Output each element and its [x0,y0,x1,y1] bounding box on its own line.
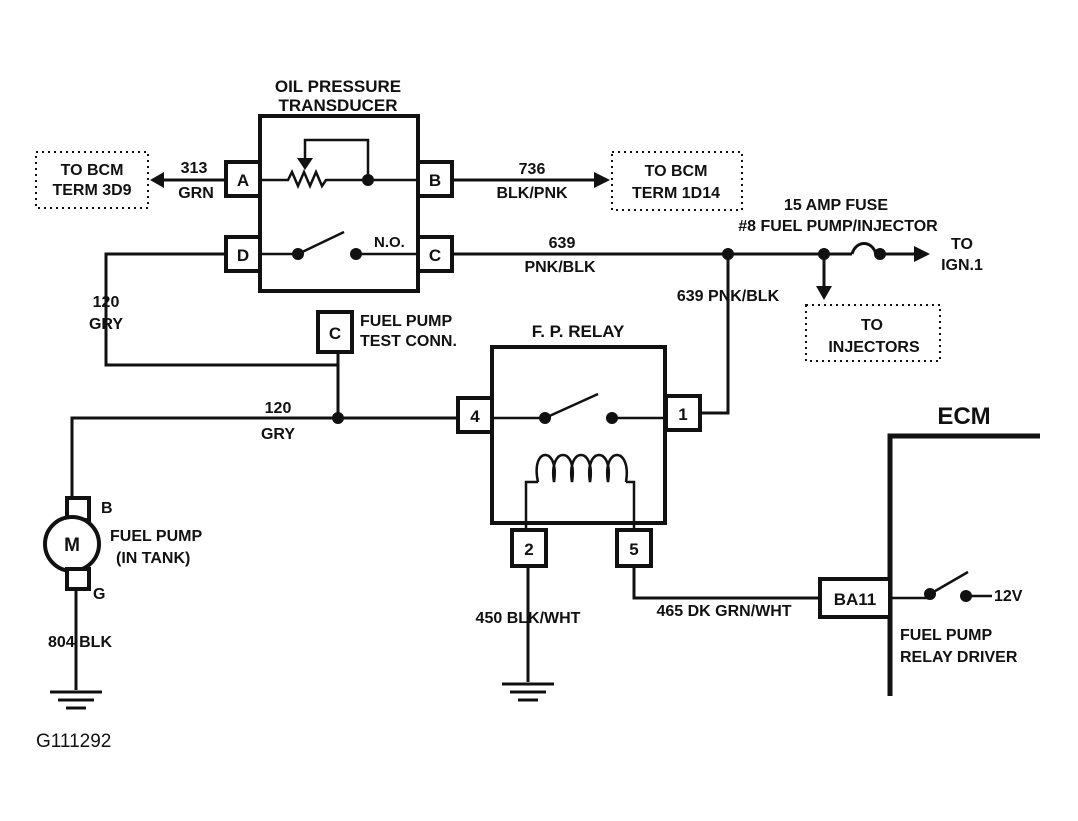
motor-pin-g-label: G [93,586,105,603]
pin-a-box [224,160,262,198]
pin-d-box [224,235,262,273]
wire-639-color: PNK/BLK [524,259,596,276]
ecm-driver-line1: FUEL PUMP [900,627,992,644]
relay-pin1-label: 1 [678,405,687,424]
wire-120-mid-color: GRY [261,426,295,443]
fuse-line1: 15 AMP FUSE [784,197,888,214]
wire-120-main [70,416,458,498]
ecm-pin-box [818,577,892,619]
wire-736-num: 736 [519,161,546,178]
relay-coil [535,453,629,483]
motor-line1: FUEL PUMP [110,528,202,545]
pin-b-box [416,160,454,198]
ign-line2: IGN.1 [941,257,983,274]
wiper-arrow-icon [297,158,313,170]
relay-switch-blade [544,392,599,420]
transducer-body [258,114,420,293]
left-bcm-box [35,151,149,209]
wire-313-num: 313 [181,160,208,177]
normally-open-label: N.O. [374,234,405,251]
fuse-line2: #8 FUEL PUMP/INJECTOR [738,218,938,235]
fuse-symbol [850,242,878,255]
right-bcm-line2: TERM 1D14 [632,185,720,202]
left-bcm-line2: TERM 3D9 [52,182,131,199]
relay-pin4-label: 4 [470,407,480,426]
motor-pin-b-label: B [101,500,113,517]
ecm-driver-line2: RELAY DRIVER [900,649,1018,666]
wiper-line [303,138,370,180]
ecm-pin-label: BA11 [834,590,877,609]
arrow-left-icon [150,172,164,188]
right-bcm-line1: TO BCM [645,163,708,180]
motor-line2: (IN TANK) [116,550,190,567]
relay-pin2-label: 2 [524,540,533,559]
wire-120-loop [104,252,338,367]
pin-a-label: A [237,171,249,190]
injectors-line1: TO [861,317,883,334]
motor-symbol: M [64,535,80,556]
wire-639-down-label: 639 PNK/BLK [677,288,780,305]
relay-pin2-box [510,528,548,568]
wire-465-label: 465 DK GRN/WHT [656,603,791,620]
wire-639-num: 639 [549,235,576,252]
test-conn-pin: C [329,324,341,343]
relay-pin1-box [664,394,702,432]
pin-c-label: C [429,246,441,265]
relay-body [490,345,667,525]
transducer-resistor [262,168,418,190]
transducer-title-2: TRANSDUCER [279,96,398,115]
right-bcm-box [611,151,743,211]
wire-639-down [700,254,730,415]
wire-465 [632,566,820,600]
relay-pin4-box [456,396,494,434]
ecm-voltage: 12V [994,588,1023,605]
wire-736-color: BLK/PNK [496,185,568,202]
arrow-ign-icon [914,246,930,262]
ign-line1: TO [951,236,973,253]
ground-icon-relay [502,682,554,702]
wire-120-left-color: GRY [89,316,123,333]
pin-c-box [416,235,454,273]
wire-804-label: 804 BLK [48,634,112,651]
transducer-title-1: OIL PRESSURE [275,77,401,96]
relay-pin5-label: 5 [629,540,638,559]
wire-120-left-num: 120 [93,294,120,311]
arrow-right-icon [594,172,610,188]
test-conn-line2: TEST CONN. [360,333,457,350]
injectors-line2: INJECTORS [828,339,920,356]
relay-title: F. P. RELAY [532,322,625,341]
ecm-title: ECM [937,403,990,430]
transducer-switch-blade [297,230,345,256]
figure-id: G111292 [36,731,111,752]
ecm-switch-blade [929,570,969,596]
left-bcm-line1: TO BCM [61,162,124,179]
wire-450-label: 450 BLK/WHT [476,610,581,627]
wire-120-mid-num: 120 [265,400,292,417]
test-conn-line1: FUEL PUMP [360,313,452,330]
injectors-box [805,304,941,362]
test-conn-box [316,310,354,354]
arrow-injectors-icon [816,286,832,300]
pin-d-label: D [237,246,249,265]
motor-pin-g-box [65,567,91,591]
pin-b-label: B [429,171,441,190]
ground-icon-pump [50,690,102,710]
wire-313-color: GRN [178,185,214,202]
